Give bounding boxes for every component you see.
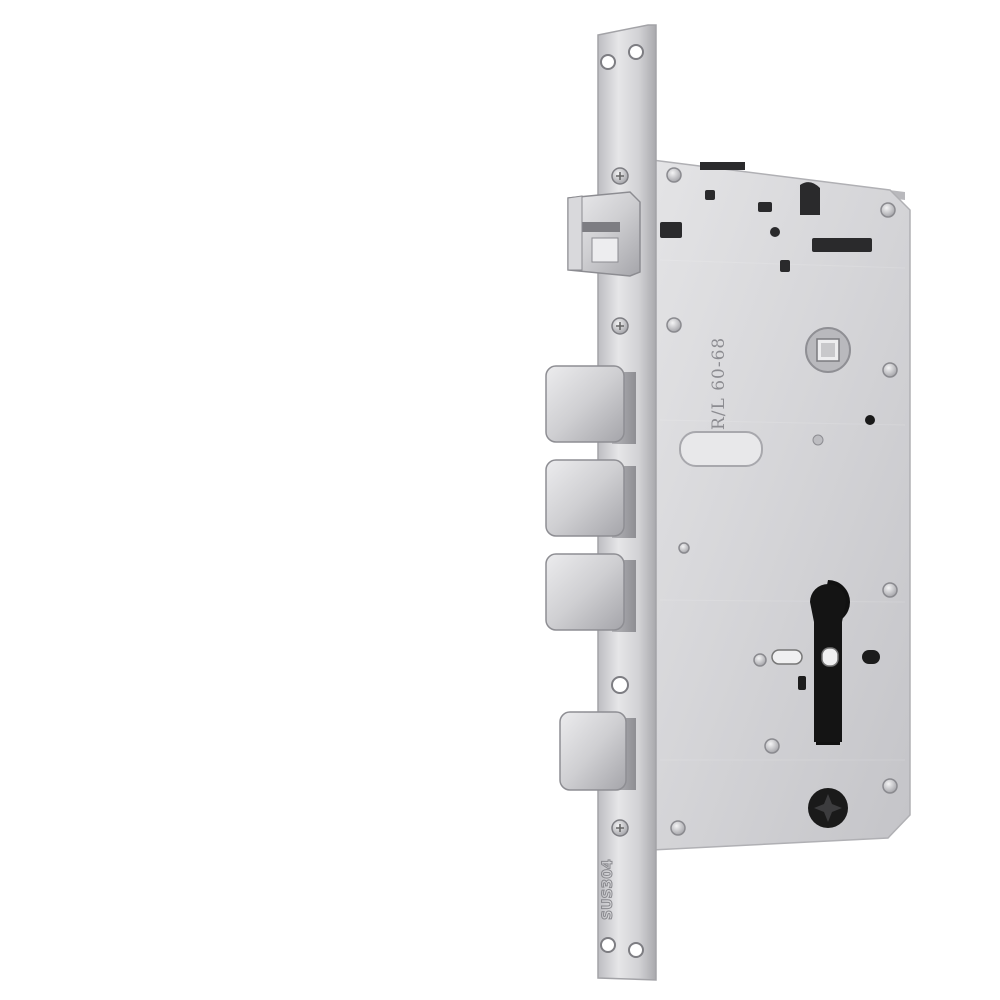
torx-screw [808,788,848,828]
latch-slot [679,431,763,467]
deadbolt-2 [545,459,636,538]
deadbolt-3 [545,553,636,632]
deadbolt-1 [545,365,636,444]
spindle-hub [805,327,851,373]
top-mechanism-slots [660,162,872,272]
case-stamp: R/L 60-68 [709,337,729,430]
lock-case: R/L 60-68 [651,159,911,851]
case-rivets [666,167,898,836]
faceplate-mounting-holes [600,44,644,958]
deadbolts [545,365,636,791]
auxiliary-latch [567,191,641,277]
faceplate-screws [611,167,629,837]
deadbolt-4 [559,711,636,791]
faceplate-stamp: SUS304 [600,859,616,920]
